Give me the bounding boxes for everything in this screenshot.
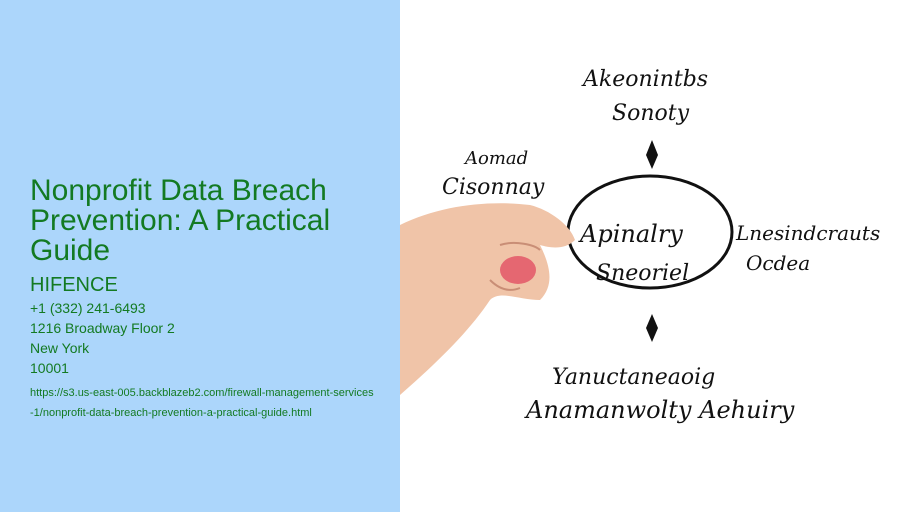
arrow-down-icon — [646, 314, 658, 342]
label-right-1: Lnesindcrauts — [735, 221, 880, 245]
label-top-2: Sonoty — [612, 101, 690, 126]
page-title: Nonprofit Data Breach Prevention: A Prac… — [30, 174, 331, 267]
info-panel: Nonprofit Data Breach Prevention: A Prac… — [0, 0, 400, 512]
label-bottom-2: Anamanwolty Aehuiry — [524, 396, 795, 424]
zip-code: 10001 — [30, 360, 69, 376]
label-bottom-1: Yanuctaneaoig — [552, 365, 715, 390]
label-right-2: Ocdea — [746, 251, 810, 275]
label-center-1: Apinalry — [578, 220, 683, 248]
hand-illustration — [400, 203, 575, 395]
street-address: 1216 Broadway Floor 2 — [30, 320, 175, 336]
label-left-2: Cisonnay — [442, 175, 545, 200]
source-link[interactable]: https://s3.us-east-005.backblazeb2.com/f… — [30, 387, 374, 419]
arrow-up-icon — [646, 140, 658, 169]
label-center-2: Sneoriel — [596, 261, 689, 286]
label-left-1: Aomad — [463, 148, 528, 169]
diagram-image: Akeonintbs Sonoty Aomad Cisonnay Apinalr… — [400, 0, 912, 512]
city: New York — [30, 340, 90, 356]
hand-drawn-diagram: Akeonintbs Sonoty Aomad Cisonnay Apinalr… — [400, 67, 880, 424]
label-top-1: Akeonintbs — [581, 67, 708, 92]
company-name: HIFENCE — [30, 274, 118, 296]
phone-number: +1 (332) 241-6493 — [30, 300, 146, 316]
